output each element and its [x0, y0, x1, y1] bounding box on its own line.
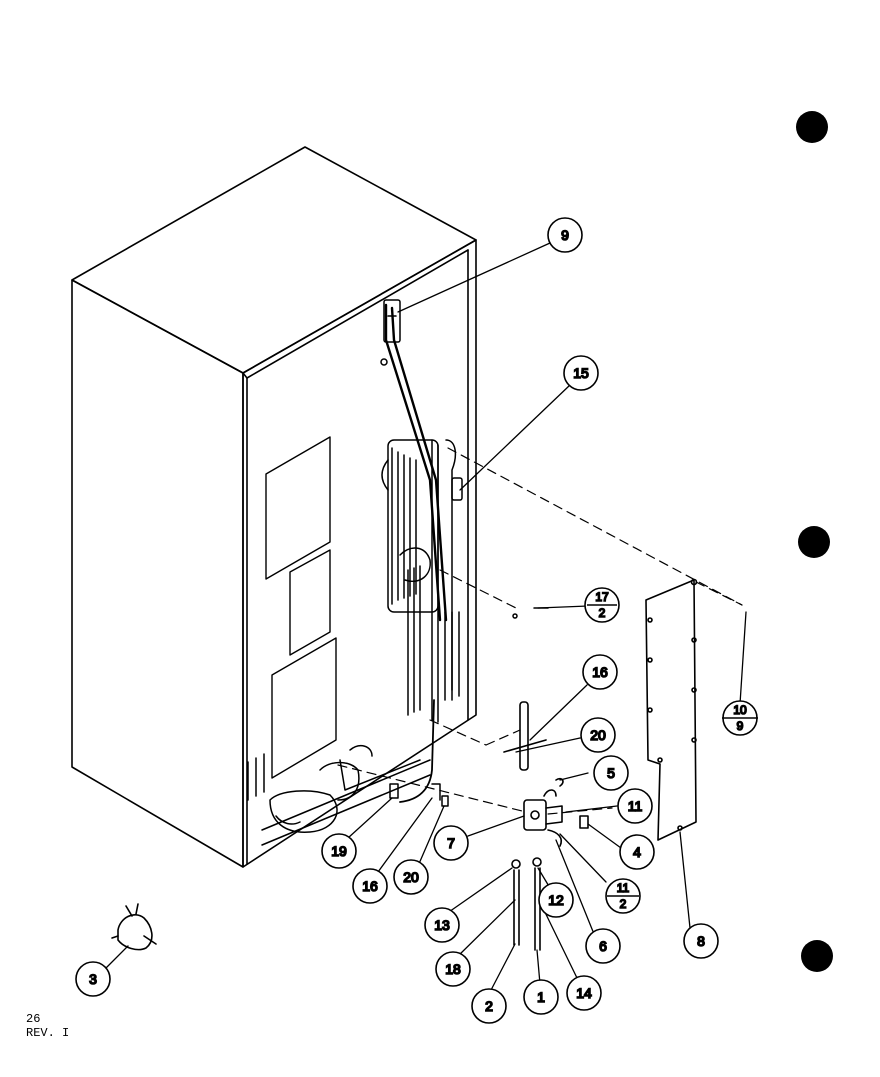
revision-label: REV. I: [26, 1026, 69, 1040]
svg-text:20: 20: [403, 869, 419, 885]
svg-text:12: 12: [548, 892, 564, 908]
callout-8: 8: [683, 923, 719, 959]
svg-text:2: 2: [599, 606, 606, 620]
svg-text:19: 19: [331, 843, 347, 859]
svg-text:16: 16: [592, 664, 608, 680]
callout-10-9: 10 9: [722, 700, 758, 736]
drain-tubes: [511, 857, 542, 951]
callout-14: 14: [566, 975, 602, 1011]
callout-18: 18: [435, 951, 471, 987]
callout-2: 2: [471, 988, 507, 1024]
cabinet: [71, 146, 477, 868]
callout-13: 13: [424, 907, 460, 943]
callout-16: 16: [352, 868, 388, 904]
callout-17-2: 17 2: [584, 587, 620, 623]
callout-19: 19: [321, 833, 357, 869]
svg-text:2: 2: [485, 998, 493, 1014]
leader-lines: [105, 242, 747, 993]
callout-16: 16: [582, 654, 618, 690]
footer: 26 REV. I: [26, 1012, 69, 1040]
callout-11: 11: [617, 788, 653, 824]
callout-7: 7: [433, 825, 469, 861]
drawing-code: 26: [26, 1012, 40, 1026]
svg-text:11: 11: [628, 798, 643, 814]
svg-text:7: 7: [447, 835, 455, 851]
svg-text:5: 5: [607, 765, 615, 781]
svg-text:16: 16: [362, 878, 378, 894]
svg-text:6: 6: [599, 938, 607, 954]
svg-text:9: 9: [737, 719, 744, 733]
svg-text:13: 13: [434, 917, 450, 933]
svg-text:18: 18: [445, 961, 461, 977]
callout-4: 4: [619, 834, 655, 870]
tubing: [384, 303, 448, 803]
svg-text:14: 14: [576, 985, 592, 1001]
svg-text:2: 2: [620, 897, 627, 911]
callout-3: 3: [75, 961, 111, 997]
explosion-lines: [337, 447, 743, 815]
back-labels: [265, 436, 337, 779]
svg-text:8: 8: [697, 933, 705, 949]
callout-group: 9 15 16 20 5 11 4 7 19 16 20 13 12 6 8 1…: [75, 217, 719, 1024]
fraction-callout-group: 17 2 10 9 11 2: [584, 587, 758, 914]
svg-text:20: 20: [590, 727, 606, 743]
registration-marks: [796, 111, 833, 972]
callout-6: 6: [585, 928, 621, 964]
svg-text:9: 9: [561, 227, 569, 243]
part-3-valve: [111, 903, 157, 951]
svg-text:1: 1: [537, 989, 545, 1005]
part-9-bracket: [380, 299, 401, 366]
callout-20: 20: [393, 859, 429, 895]
part-8-panel: [645, 578, 698, 841]
svg-text:3: 3: [89, 971, 97, 987]
callout-9: 9: [547, 217, 583, 253]
svg-text:4: 4: [633, 844, 641, 860]
svg-text:17: 17: [595, 590, 609, 604]
callout-5: 5: [593, 755, 629, 791]
valve-assembly: [523, 777, 589, 847]
callout-11-2: 11 2: [605, 878, 641, 914]
callout-15: 15: [563, 355, 599, 391]
callout-20: 20: [580, 717, 616, 753]
svg-text:15: 15: [573, 365, 589, 381]
callout-12: 12: [538, 882, 574, 918]
svg-text:11: 11: [617, 881, 630, 895]
svg-text:10: 10: [733, 703, 747, 717]
part-16-bracket: [503, 701, 547, 771]
callout-1: 1: [523, 979, 559, 1015]
condenser-coil: [381, 439, 460, 723]
compressor-compartment: [247, 745, 431, 846]
part-15-clip: [451, 477, 463, 501]
